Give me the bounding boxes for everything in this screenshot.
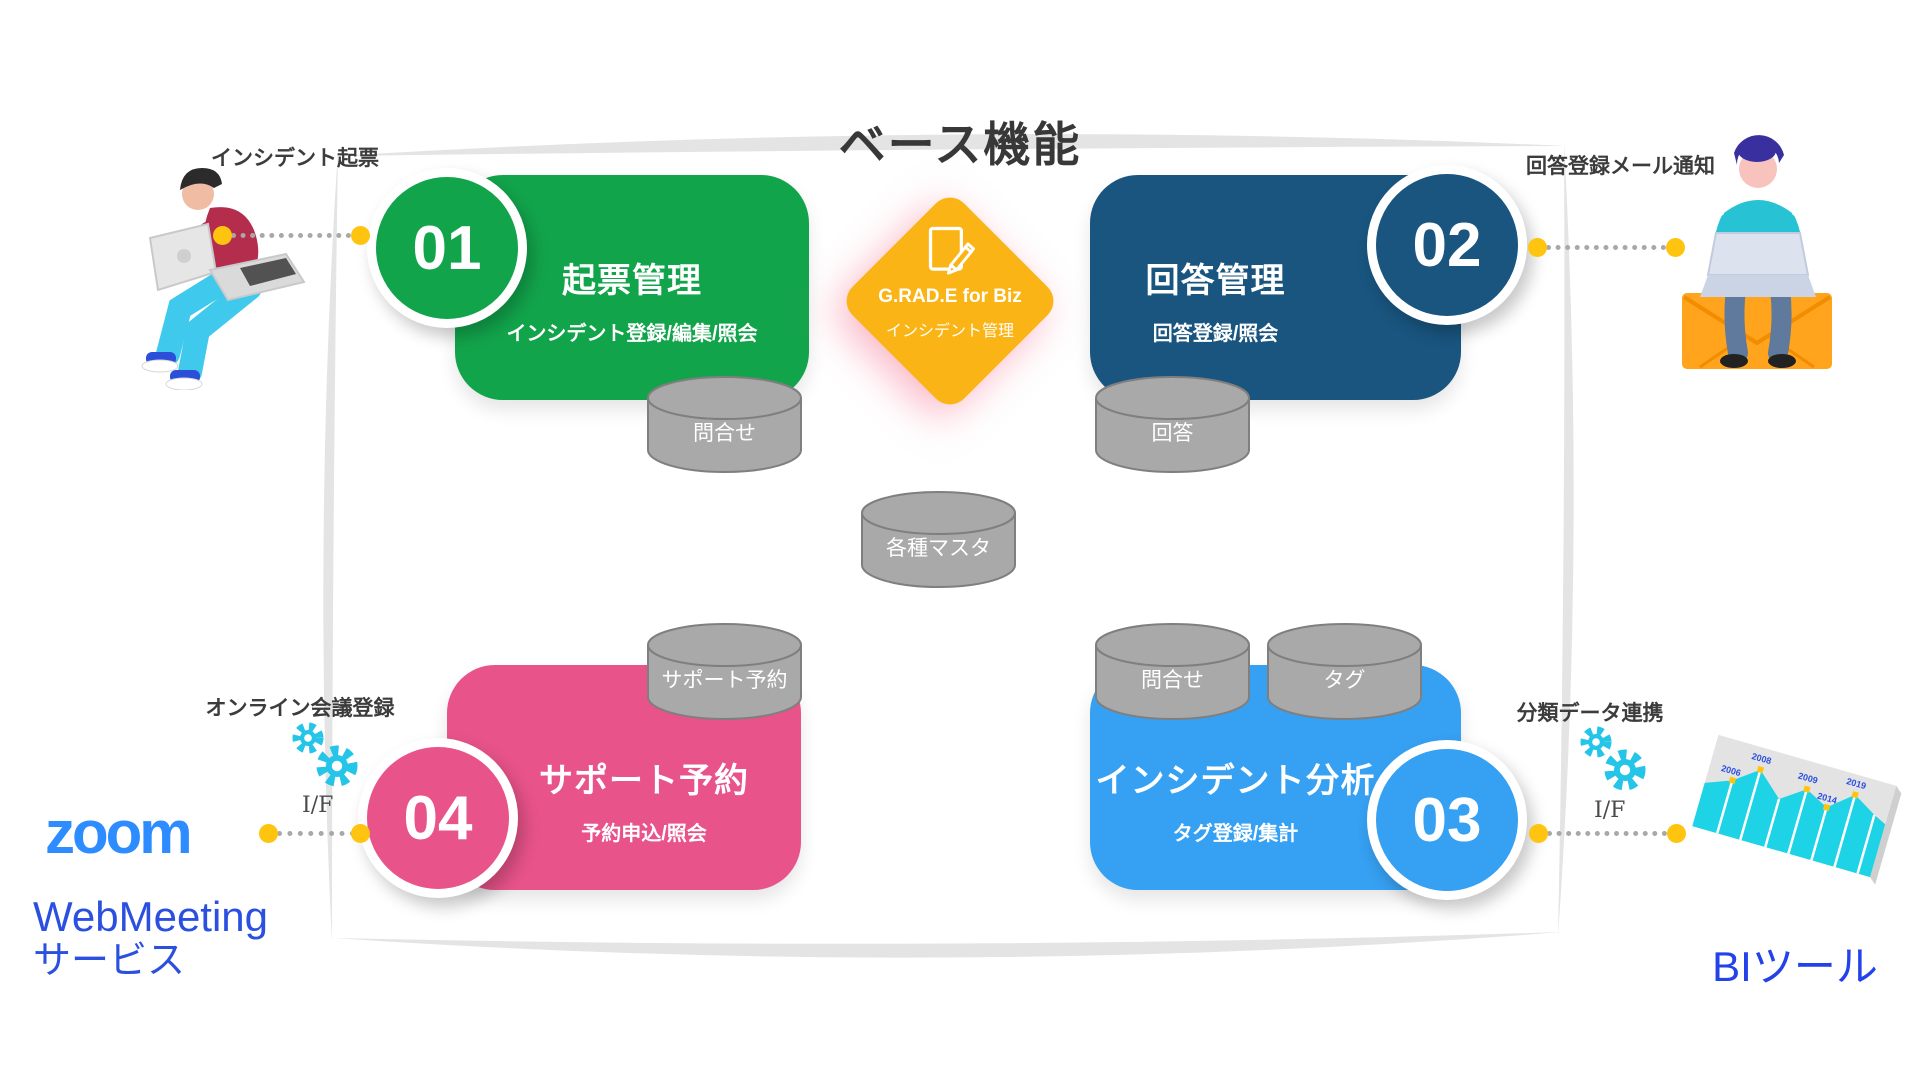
module-number-badge-04: 04 [358,738,518,898]
connector-dot [1667,824,1686,843]
module-number: 01 [412,213,482,283]
connector-dot [1666,238,1685,257]
connection-label-kaitou-mail: 回答登録メール通知 [1526,155,1715,178]
person-user-illustration [88,150,323,395]
database-cylinder-icon [861,491,1016,588]
database-tag: タグ [1262,619,1427,725]
dotted-connector [231,233,351,238]
bi-year-label: 2019 [1845,776,1867,791]
bi-tool-label: BIツール [1712,943,1878,990]
dotted-connector [1546,245,1666,250]
database-support-yoyaku: サポート予約 [642,619,807,725]
connection-label-incident-kihyou: インシデント起票 [211,147,379,170]
zoom-logo: zoom [45,799,193,866]
database-cylinder-icon [1095,623,1250,720]
bi-year-label: 2008 [1751,751,1773,766]
database-cylinder-icon [647,376,802,473]
module-number-badge-01: 01 [367,168,527,328]
interface-label: I/F [1594,798,1626,823]
gears-icon [1576,726,1652,799]
database-cylinder-icon [1095,376,1250,473]
module-subtitle: タグ登録/集計 [1172,823,1299,845]
database-label: 回答 [1151,422,1194,445]
database-label: サポート予約 [661,669,788,692]
module-title: 起票管理 [562,262,702,300]
connector-dot [351,226,370,245]
database-label: 問合せ [1141,669,1204,692]
product-diamond-content: G.RAD.E for Biz インシデント管理 [840,224,1060,364]
module-subtitle: インシデント登録/編集/照会 [506,323,758,345]
module-subtitle: 回答登録/照会 [1152,323,1279,345]
module-subtitle: 予約申込/照会 [581,823,707,845]
interface-label: I/F [302,793,334,818]
webmeeting-line1: WebMeeting [33,893,269,940]
module-title: サポート予約 [539,762,749,800]
bi-year-label: 2009 [1797,771,1819,786]
webmeeting-line2: サービス [33,940,186,983]
bi-year-label: 2014 [1816,791,1838,806]
connector-dot [259,824,278,843]
webmeeting-service-label: WebMeeting サービス [33,893,268,983]
connector-dot [1529,824,1548,843]
product-name: G.RAD.E for Biz [878,286,1022,307]
database-cylinder-icon [1267,623,1422,720]
connection-label-online-kaigi: オンライン会議登録 [205,697,395,720]
database-label: タグ [1323,669,1366,692]
module-number-badge-02: 02 [1367,165,1527,325]
module-title: 回答管理 [1145,262,1286,300]
module-number: 03 [1412,785,1482,855]
database-kaitou: 回答 [1090,372,1255,478]
gears-icon [288,722,364,795]
document-pencil-icon [928,226,975,275]
database-kakushu-master: 各種マスタ [856,487,1021,593]
database-label: 各種マスタ [886,537,991,560]
bi-chart-illustration: 2006 2008 2009 2014 2019 [1685,734,1910,905]
dotted-connector [1547,831,1667,836]
database-label: 問合せ [693,422,756,445]
page-title: ベース機能 [838,118,1082,171]
dotted-connector [277,831,355,836]
connector-dot [213,226,232,245]
connector-dot [351,824,370,843]
database-toiawase-2: 問合せ [1090,619,1255,725]
connection-label-bunrui-data: 分類データ連携 [1516,702,1664,725]
database-cylinder-icon [647,623,802,720]
connector-dot [1528,238,1547,257]
bi-year-label: 2006 [1720,763,1742,778]
module-number: 02 [1412,210,1482,280]
module-title: インシデント分析 [1095,762,1376,800]
database-toiawase: 問合せ [642,372,807,478]
person-mail-illustration [1678,125,1838,380]
module-number: 04 [403,783,473,853]
product-subtitle: インシデント管理 [885,323,1014,340]
module-number-badge-03: 03 [1367,740,1527,900]
